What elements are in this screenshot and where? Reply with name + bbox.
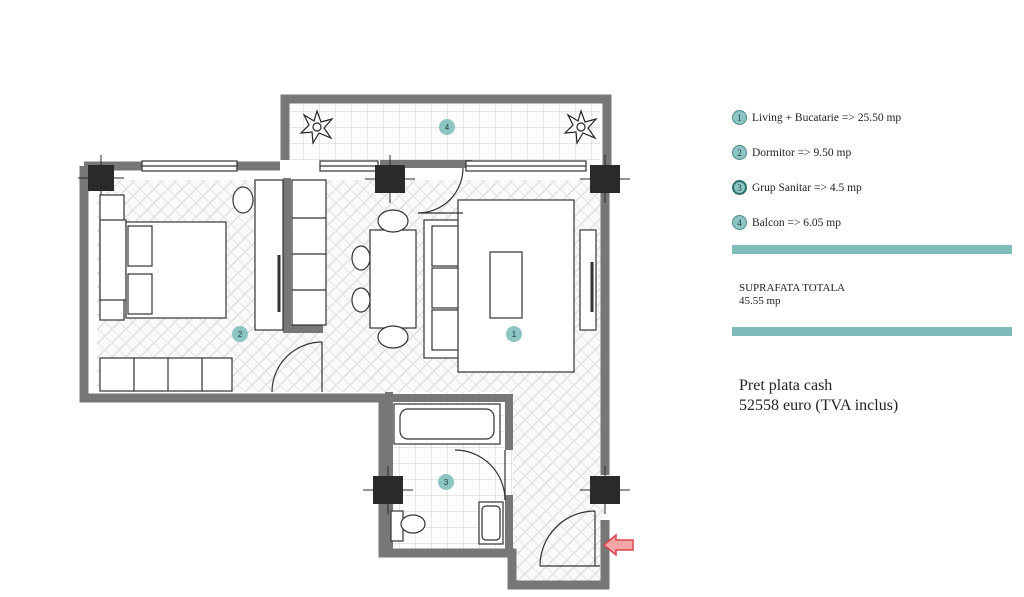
divider-bar <box>732 245 1012 254</box>
plant-icon <box>563 109 598 145</box>
interior-walls <box>283 160 513 553</box>
legend-item: 2 Dormitor => 9.50 mp <box>732 135 1012 170</box>
room-number-badge: 3 <box>732 180 747 195</box>
plant-icon <box>299 109 334 145</box>
windows <box>141 160 587 172</box>
room-marker-4: 4 <box>439 119 455 135</box>
room-area: => 6.05 mp <box>787 216 841 229</box>
svg-text:2: 2 <box>238 330 243 339</box>
room-number-badge: 4 <box>732 215 747 230</box>
entry-arrow-icon <box>602 533 634 557</box>
svg-text:4: 4 <box>445 123 450 132</box>
room-marker-2: 2 <box>232 326 248 342</box>
room-number-badge: 2 <box>732 145 747 160</box>
legend-item: 3 Grup Sanitar => 4.5 mp <box>732 170 1012 205</box>
room-name: Grup Sanitar <box>752 181 812 194</box>
room-marker-3: 3 <box>438 474 454 490</box>
doors <box>271 167 600 567</box>
room-legend: 1 Living + Bucatarie => 25.50 mp 2 Dormi… <box>732 100 1012 240</box>
legend-item: 4 Balcon => 6.05 mp <box>732 205 1012 240</box>
total-area: SUPRAFATA TOTALA 45.55 mp <box>739 282 845 308</box>
living-furniture <box>423 199 597 373</box>
price-block: Pret plata cash 52558 euro (TVA inclus) <box>739 376 898 416</box>
legend-item: 1 Living + Bucatarie => 25.50 mp <box>732 100 1012 135</box>
price-value: 52558 euro (TVA inclus) <box>739 397 899 414</box>
bedroom-furniture <box>99 179 284 392</box>
room-area: => 25.50 mp <box>841 111 902 124</box>
room-name: Living + Bucatarie <box>752 111 839 124</box>
total-area-label: SUPRAFATA TOTALA <box>739 282 846 294</box>
room-area: => 9.50 mp <box>797 146 852 159</box>
price-label: Pret plata cash <box>739 377 833 394</box>
floor-plan: 4 2 1 3 <box>78 94 634 590</box>
kitchen-furniture <box>291 179 417 349</box>
svg-text:3: 3 <box>444 478 449 487</box>
room-marker-1: 1 <box>506 326 522 342</box>
room-area: => 4.5 mp <box>813 181 862 194</box>
bathroom-fixtures <box>390 403 504 545</box>
room-name: Balcon <box>752 216 785 229</box>
divider-bar <box>732 327 1012 336</box>
room-number-badge: 1 <box>732 110 747 125</box>
room-name: Dormitor <box>752 146 795 159</box>
svg-text:1: 1 <box>512 330 517 339</box>
total-area-value: 45.55 mp <box>739 295 781 307</box>
